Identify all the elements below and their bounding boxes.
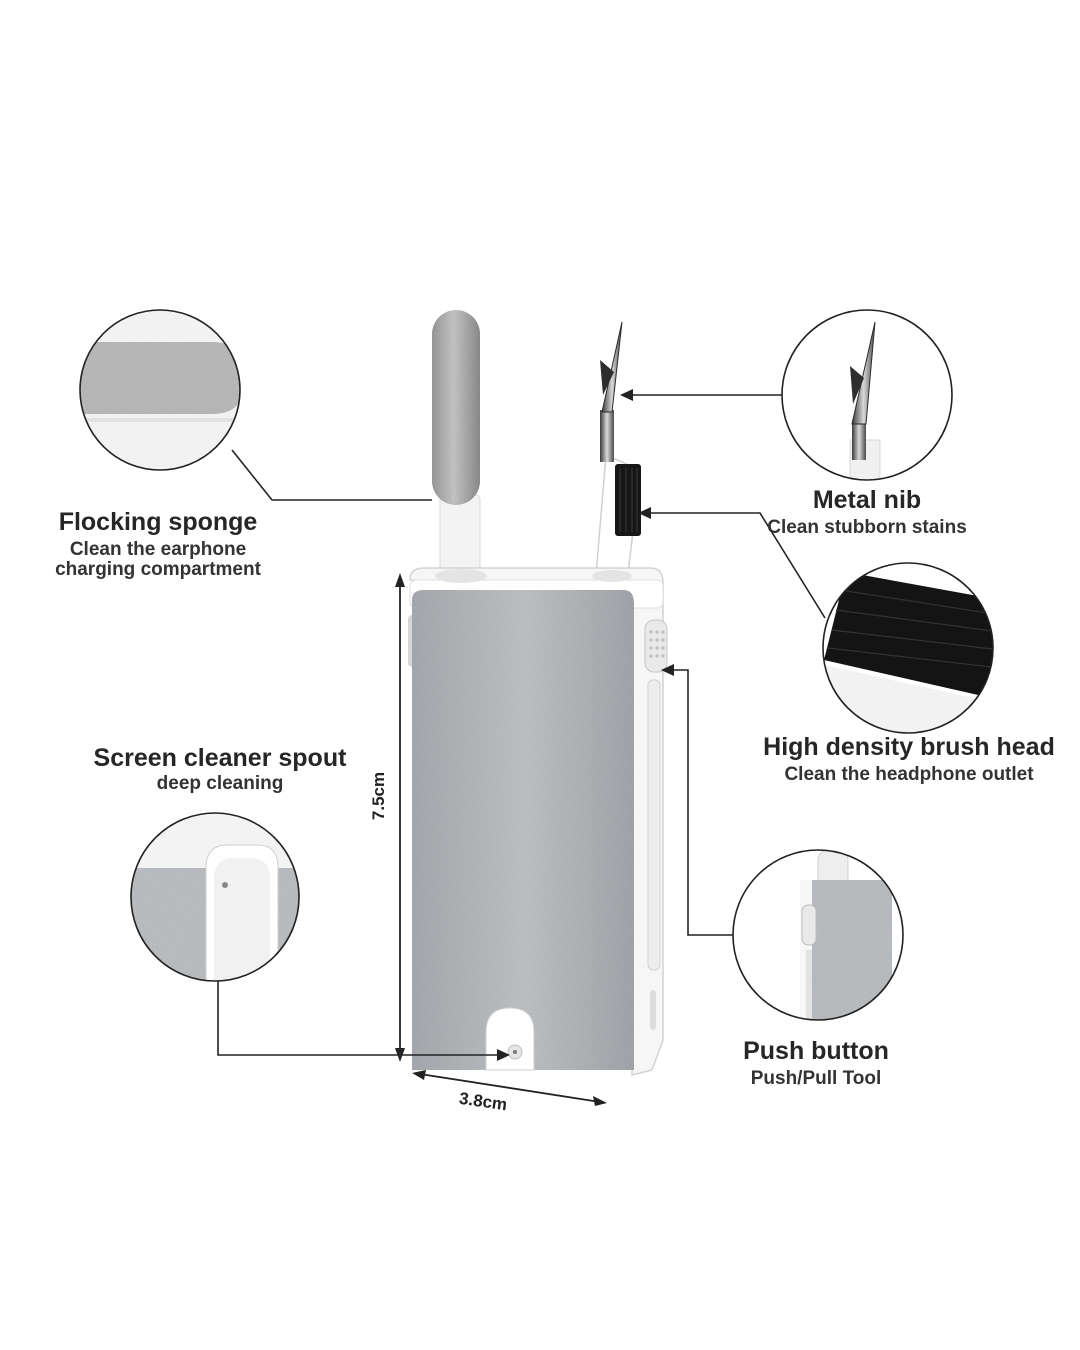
brush-subtitle: Clean the headphone outlet <box>784 764 1034 785</box>
leader-arrow-nib <box>620 389 633 401</box>
label-metal-nib: Metal nib Clean stubborn stains <box>740 486 994 538</box>
leader-line-brush <box>645 512 826 619</box>
cleaner-case-body <box>408 567 668 1076</box>
cleaning-pen-product <box>408 310 668 1076</box>
spout-title: Screen cleaner spout <box>93 744 347 772</box>
dimension-height-line <box>395 573 405 1062</box>
zoom-circle-push <box>732 849 904 1021</box>
push-subtitle: Push/Pull Tool <box>750 1068 882 1089</box>
leader-line-sponge <box>231 449 432 501</box>
label-push-button: Push button Push/Pull Tool <box>714 1037 918 1089</box>
zoom-circle-spout <box>130 812 300 982</box>
sponge-subtitle-line2: charging compartment <box>55 559 261 580</box>
leader-arrow-spout <box>497 1049 510 1061</box>
brush-title: High density brush head <box>763 733 1055 761</box>
dimension-width-line <box>412 1070 607 1106</box>
flocking-sponge-stick <box>432 310 481 576</box>
leader-arrow-push <box>661 664 674 676</box>
leader-arrow-brush <box>638 507 651 519</box>
spout-subtitle: deep cleaning <box>156 773 284 794</box>
sponge-title: Flocking sponge <box>58 508 258 536</box>
label-screen-cleaner-spout: Screen cleaner spout deep cleaning <box>78 744 362 794</box>
zoom-circle-sponge <box>79 309 241 471</box>
nib-subtitle: Clean stubborn stains <box>767 517 967 538</box>
push-title: Push button <box>743 1037 889 1065</box>
leader-line-spout <box>217 978 500 1056</box>
label-brush-head: High density brush head Clean the headph… <box>748 733 1070 785</box>
metal-nib-brush-stick <box>595 321 641 576</box>
dimension-height-label: 7.5cm <box>369 771 389 821</box>
label-flocking-sponge: Flocking sponge Clean the earphone charg… <box>30 508 286 580</box>
leader-line-push <box>668 669 733 936</box>
zoom-circle-brush <box>822 562 994 734</box>
nib-title: Metal nib <box>812 486 922 514</box>
sponge-subtitle-line1: Clean the earphone <box>69 539 247 560</box>
zoom-circle-nib <box>781 309 953 481</box>
callout-lines <box>217 389 826 1061</box>
